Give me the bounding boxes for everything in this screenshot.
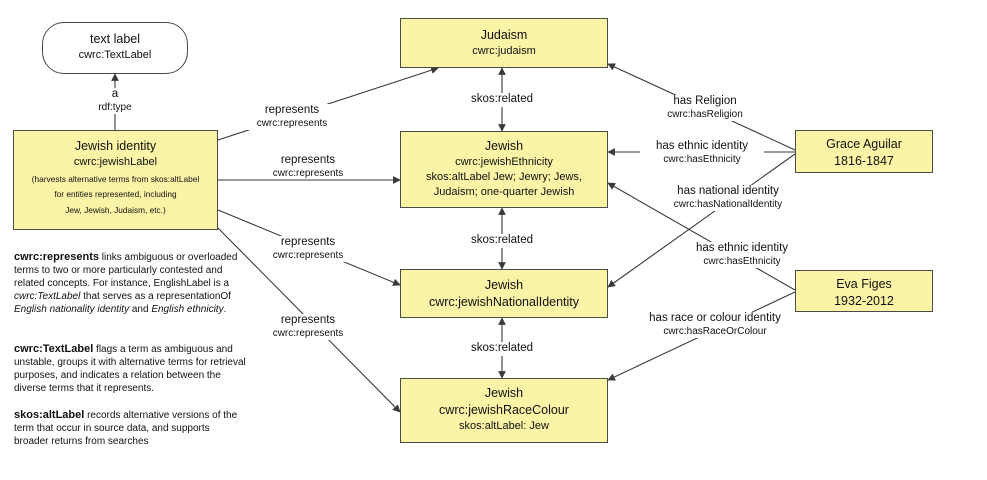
label-has-national-identity: has national identity cwrc:hasNationalId…: [662, 185, 794, 211]
node-grace-aguilar: Grace Aguilar 1816-1847: [795, 130, 933, 173]
label-property: cwrc:represents: [272, 167, 344, 179]
node-jewish-ethnicity: Jewish cwrc:jewishEthnicity skos:altLabe…: [400, 131, 608, 208]
label-predicate: has ethnic identity: [695, 242, 789, 254]
node-jewish-national-identity: Jewish cwrc:jewishNationalIdentity: [400, 269, 608, 318]
note-italic: English nationality identity: [14, 304, 130, 316]
label-property: cwrc:hasEthnicity: [663, 153, 741, 165]
node-title: text label: [89, 32, 141, 46]
note-text: that serves as a representationOf: [80, 291, 231, 303]
note-text: and: [129, 304, 152, 316]
note-italic: English ethnicity: [151, 304, 224, 316]
node-subtitle: 1816-1847: [834, 153, 894, 168]
label-predicate: represents: [280, 236, 336, 248]
node-title: Judaism: [480, 28, 528, 42]
label-predicate: has Religion: [673, 95, 737, 107]
node-subtitle: 1932-2012: [834, 293, 894, 308]
label-predicate: has race or colour identity: [649, 312, 781, 324]
label-property: cwrc:hasReligion: [667, 108, 743, 120]
node-jewish-identity: Jewish identity cwrc:jewishLabel (harves…: [13, 130, 218, 230]
label-property: rdf:type: [98, 101, 132, 113]
node-jewish-race-colour: Jewish cwrc:jewishRaceColour skos:altLab…: [400, 378, 608, 443]
label-has-ethnic-identity-1: has ethnic identity cwrc:hasEthnicity: [640, 140, 764, 166]
note-term: cwrc:TextLabel: [14, 343, 94, 355]
node-altlabel-line: skos:altLabel Jew; Jewry; Jews,: [426, 170, 582, 183]
label-predicate: represents: [264, 104, 320, 116]
node-subtitle: cwrc:jewishLabel: [73, 155, 158, 168]
label-predicate: skos:related: [470, 342, 533, 354]
note-text: links ambiguous or overloaded terms to t…: [14, 252, 238, 290]
node-eva-figes: Eva Figes 1932-2012: [795, 270, 933, 312]
note-italic: cwrc:TextLabel: [14, 291, 81, 303]
node-subtitle: cwrc:jewishRaceColour: [439, 402, 569, 417]
edge-eva-ethnicity: [607, 182, 796, 291]
label-predicate: represents: [280, 314, 336, 326]
node-title: Jewish identity: [74, 139, 157, 153]
label-property: cwrc:hasNationalIdentity: [673, 198, 783, 210]
label-property: cwrc:represents: [272, 327, 344, 339]
label-predicate: has ethnic identity: [655, 140, 749, 152]
label-rdf-type: a rdf:type: [95, 88, 135, 114]
node-description-line: Jew, Jewish, Judaism, etc.): [65, 205, 166, 216]
label-has-religion: has Religion cwrc:hasReligion: [650, 95, 760, 121]
label-predicate: has national identity: [677, 185, 779, 197]
note-text: .: [223, 304, 227, 316]
label-predicate: skos:related: [470, 93, 533, 105]
node-title: Jewish: [484, 278, 524, 292]
node-title: Grace Aguilar: [826, 137, 902, 151]
node-judaism: Judaism cwrc:judaism: [400, 18, 608, 68]
label-property: cwrc:represents: [272, 249, 344, 261]
node-title: Jewish: [484, 139, 524, 153]
note-altlabel: skos:altLabel records alternative versio…: [14, 408, 246, 448]
label-represents-4: represents cwrc:represents: [262, 314, 354, 340]
label-skos-related-1: skos:related: [464, 93, 540, 107]
label-has-ethnic-identity-2: has ethnic identity cwrc:hasEthnicity: [680, 242, 804, 268]
label-predicate: a: [111, 88, 119, 100]
note-term: cwrc:represents: [14, 251, 99, 263]
label-property: cwrc:hasRaceOrColour: [663, 325, 767, 337]
label-skos-related-2: skos:related: [464, 234, 540, 248]
label-property: cwrc:represents: [256, 117, 328, 129]
node-altlabel-line: skos:altLabel: Jew: [459, 419, 549, 432]
label-represents-3: represents cwrc:represents: [262, 236, 354, 262]
edge-grace-national: [607, 153, 796, 288]
node-description-line: for entities represented, including: [54, 189, 177, 200]
node-title: Eva Figes: [836, 277, 892, 291]
label-predicate: skos:related: [470, 234, 533, 246]
node-title: Jewish: [484, 386, 524, 400]
label-represents-2: represents cwrc:represents: [262, 154, 354, 180]
node-text-label: text label cwrc:TextLabel: [42, 22, 188, 74]
note-term: skos:altLabel: [14, 409, 85, 421]
node-subtitle: cwrc:TextLabel: [78, 48, 152, 61]
note-text: flags a term as ambiguous and unstable, …: [14, 344, 246, 395]
node-subtitle: cwrc:jewishEthnicity: [455, 155, 553, 168]
node-description-line: (harvests alternative terms from skos:al…: [31, 173, 200, 184]
label-has-race-or-colour-identity: has race or colour identity cwrc:hasRace…: [636, 312, 794, 338]
label-property: cwrc:hasEthnicity: [703, 255, 781, 267]
note-text: records alternative versions of the term…: [14, 410, 238, 448]
label-represents-1: represents cwrc:represents: [246, 104, 338, 130]
node-subtitle: cwrc:judaism: [472, 44, 536, 57]
node-subtitle: cwrc:jewishNationalIdentity: [428, 294, 580, 309]
note-textlabel: cwrc:TextLabel flags a term as ambiguous…: [14, 342, 246, 395]
label-predicate: represents: [280, 154, 336, 166]
node-altlabel-line: Judaism; one-quarter Jewish: [433, 185, 575, 198]
note-represents: cwrc:represents links ambiguous or overl…: [14, 250, 246, 316]
label-skos-related-3: skos:related: [464, 342, 540, 356]
